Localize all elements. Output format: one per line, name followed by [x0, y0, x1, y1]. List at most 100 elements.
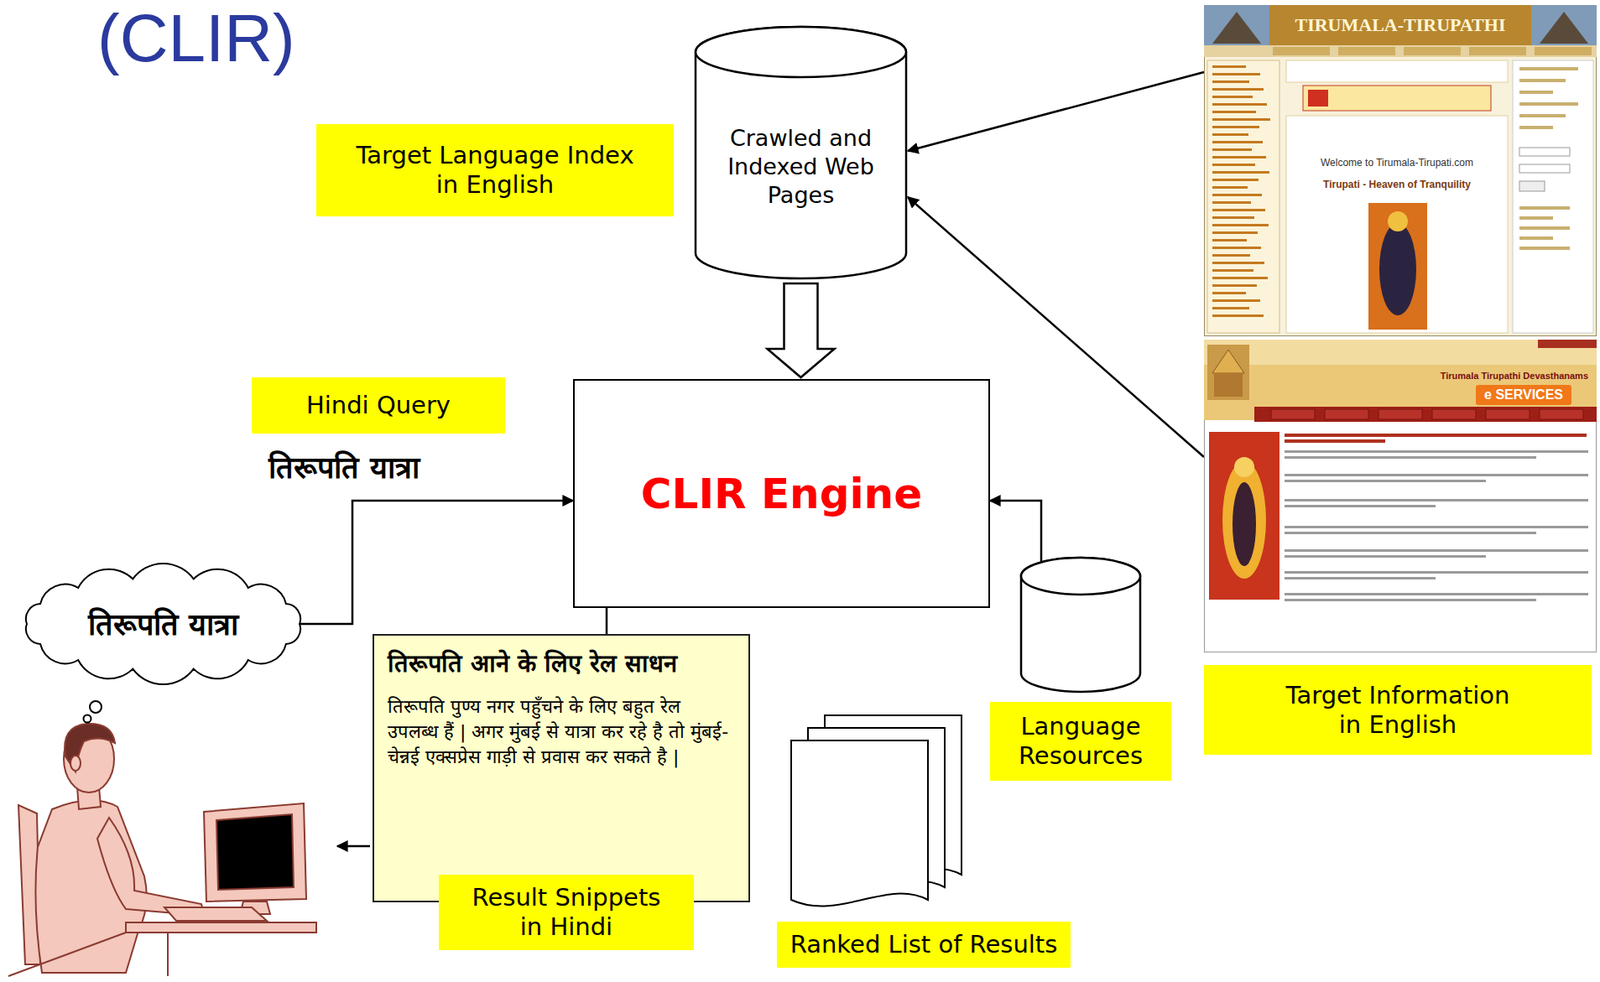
callout-text: Language Resources [990, 702, 1172, 782]
ellipse-shape [695, 26, 907, 78]
engine-title: CLIR Engine [641, 469, 923, 520]
rect-shape [1203, 45, 1597, 58]
user-hair [64, 724, 115, 772]
rect-shape [1212, 171, 1270, 174]
rect-shape [1212, 65, 1246, 68]
thought-bubble [83, 715, 92, 724]
rect-shape [1212, 261, 1265, 265]
ellipse-shape [1379, 223, 1417, 316]
rect-shape [1519, 78, 1566, 83]
rect-shape [1207, 60, 1280, 334]
edge-label: तिरूपति यात्रा [265, 449, 423, 487]
database-cylinder [693, 25, 908, 281]
rect-shape [1212, 208, 1266, 212]
rect-shape [1286, 60, 1508, 83]
site-text: Welcome to Tirumala-Tirupati.com [1286, 156, 1508, 170]
rect-shape [1212, 246, 1262, 250]
rect-shape [1519, 226, 1570, 230]
user-figure [8, 724, 317, 977]
circle-shape [1234, 457, 1255, 478]
rect-shape [1284, 599, 1537, 602]
rect-shape [1212, 291, 1246, 295]
rect-shape [1212, 133, 1249, 136]
rect-shape [1519, 206, 1570, 210]
edge-label-holder: तिरूपति यात्रा [265, 449, 423, 487]
rect-shape [1212, 110, 1257, 114]
rect-shape [1212, 193, 1262, 197]
yellow-callout: Result Snippets in Hindi [438, 875, 694, 951]
rect-shape [1284, 479, 1486, 483]
rect-shape [1212, 156, 1267, 159]
rect-shape [1519, 102, 1579, 106]
connector-line [299, 500, 574, 625]
desk-top [125, 922, 317, 933]
callout-text: Hindi Query [306, 390, 451, 421]
rect-shape [1284, 450, 1589, 454]
document-stack [789, 714, 964, 916]
rect-shape [1212, 269, 1254, 272]
thought-bubble [89, 701, 102, 714]
monitor-frame [203, 803, 307, 902]
rect-shape [1212, 299, 1261, 303]
rect-shape [1338, 46, 1396, 56]
rect-shape [1207, 344, 1250, 401]
rect-shape [1284, 531, 1537, 535]
rect-shape [1302, 85, 1491, 111]
block-arrow [767, 283, 835, 378]
connector-line [605, 608, 609, 635]
database-cylinder [1019, 556, 1142, 694]
callout-text: Target Information in English [1276, 681, 1520, 741]
rect-shape [1212, 80, 1250, 84]
rect-shape [1378, 409, 1423, 420]
desk-leg [166, 932, 169, 977]
rect-shape [1212, 186, 1248, 189]
rect-shape [1212, 284, 1257, 287]
ellipse-shape [1222, 461, 1267, 579]
rect-shape [1212, 88, 1264, 91]
rect-shape [1519, 147, 1570, 157]
title-holder: (CLIR) [97, 0, 296, 78]
rect-shape [1254, 406, 1597, 423]
keyboard [164, 907, 267, 922]
rect-shape [1284, 439, 1386, 443]
rect-shape [1212, 276, 1268, 280]
path-shape [1021, 557, 1141, 693]
rect-shape [1212, 125, 1260, 129]
rect-shape [1212, 118, 1271, 121]
rect-shape [1308, 89, 1329, 107]
slide-title: (CLIR) [97, 0, 296, 78]
rect-shape [1531, 5, 1597, 46]
rect-shape [1203, 5, 1597, 46]
rect-shape [1432, 409, 1476, 420]
rect-shape [1512, 60, 1594, 334]
rect-shape [1284, 593, 1589, 596]
callout-text: Result Snippets in Hindi [463, 883, 670, 943]
rect-shape [1284, 549, 1589, 553]
site-text: Tirumala Tirupathi Devasthanams [1203, 370, 1589, 382]
website-screenshot: TIRUMALA-TIRUPATHIWelcome to Tirumala-Ti… [1203, 5, 1597, 337]
rect-shape [1368, 203, 1428, 330]
thought-text: तिरूपति यात्रा [88, 605, 240, 644]
screenshot-image [1203, 5, 1597, 337]
rect-shape [1284, 555, 1486, 558]
snippet-body: तिरूपति पुण्य नगर पहुँचने के लिए बहुत रे… [387, 694, 735, 771]
site-badge: e SERVICES [1475, 385, 1572, 406]
rect-shape [1284, 433, 1587, 438]
thought-cloud: तिरूपति यात्रा [10, 561, 317, 688]
rect-shape [1204, 340, 1597, 653]
connector-line [907, 72, 1204, 152]
node-label: Crawled and Indexed Web Pages [727, 124, 875, 210]
yellow-callout: Hindi Query [251, 377, 506, 434]
rect-shape [1212, 140, 1263, 144]
rect-shape [1212, 216, 1255, 219]
rect-shape [1519, 164, 1570, 173]
rect-shape [1204, 5, 1597, 337]
rect-shape [1212, 178, 1259, 182]
database-cylinder: Crawled and Indexed Web Pages [693, 25, 908, 281]
rect-shape [1284, 456, 1537, 459]
site-text: Tirupati - Heaven of Tranquility [1286, 177, 1508, 192]
monitor-screen [216, 814, 294, 891]
path-shape [695, 26, 907, 279]
